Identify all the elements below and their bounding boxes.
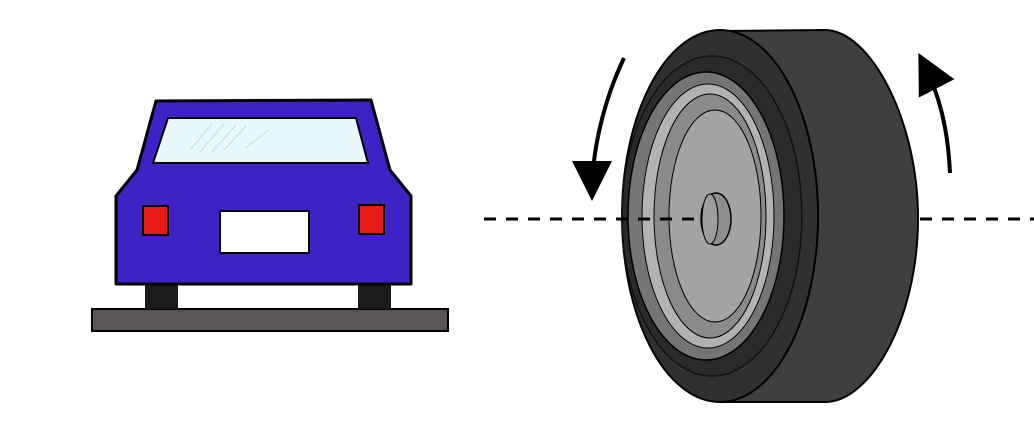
left-rear-tire (145, 281, 178, 309)
right-rear-tire (358, 281, 391, 309)
rotation-arrow-left-icon (572, 57, 626, 201)
right-tail-light (358, 204, 385, 235)
license-plate (219, 210, 310, 254)
left-tail-light (142, 205, 169, 236)
rotation-arrow-right-icon (918, 52, 955, 174)
hub-cap-face (701, 193, 719, 245)
rear-window (151, 117, 370, 164)
ground-bar (91, 308, 449, 332)
car-rear-view (91, 98, 449, 332)
window-glare (189, 123, 269, 153)
wheel-assembly (621, 28, 920, 403)
